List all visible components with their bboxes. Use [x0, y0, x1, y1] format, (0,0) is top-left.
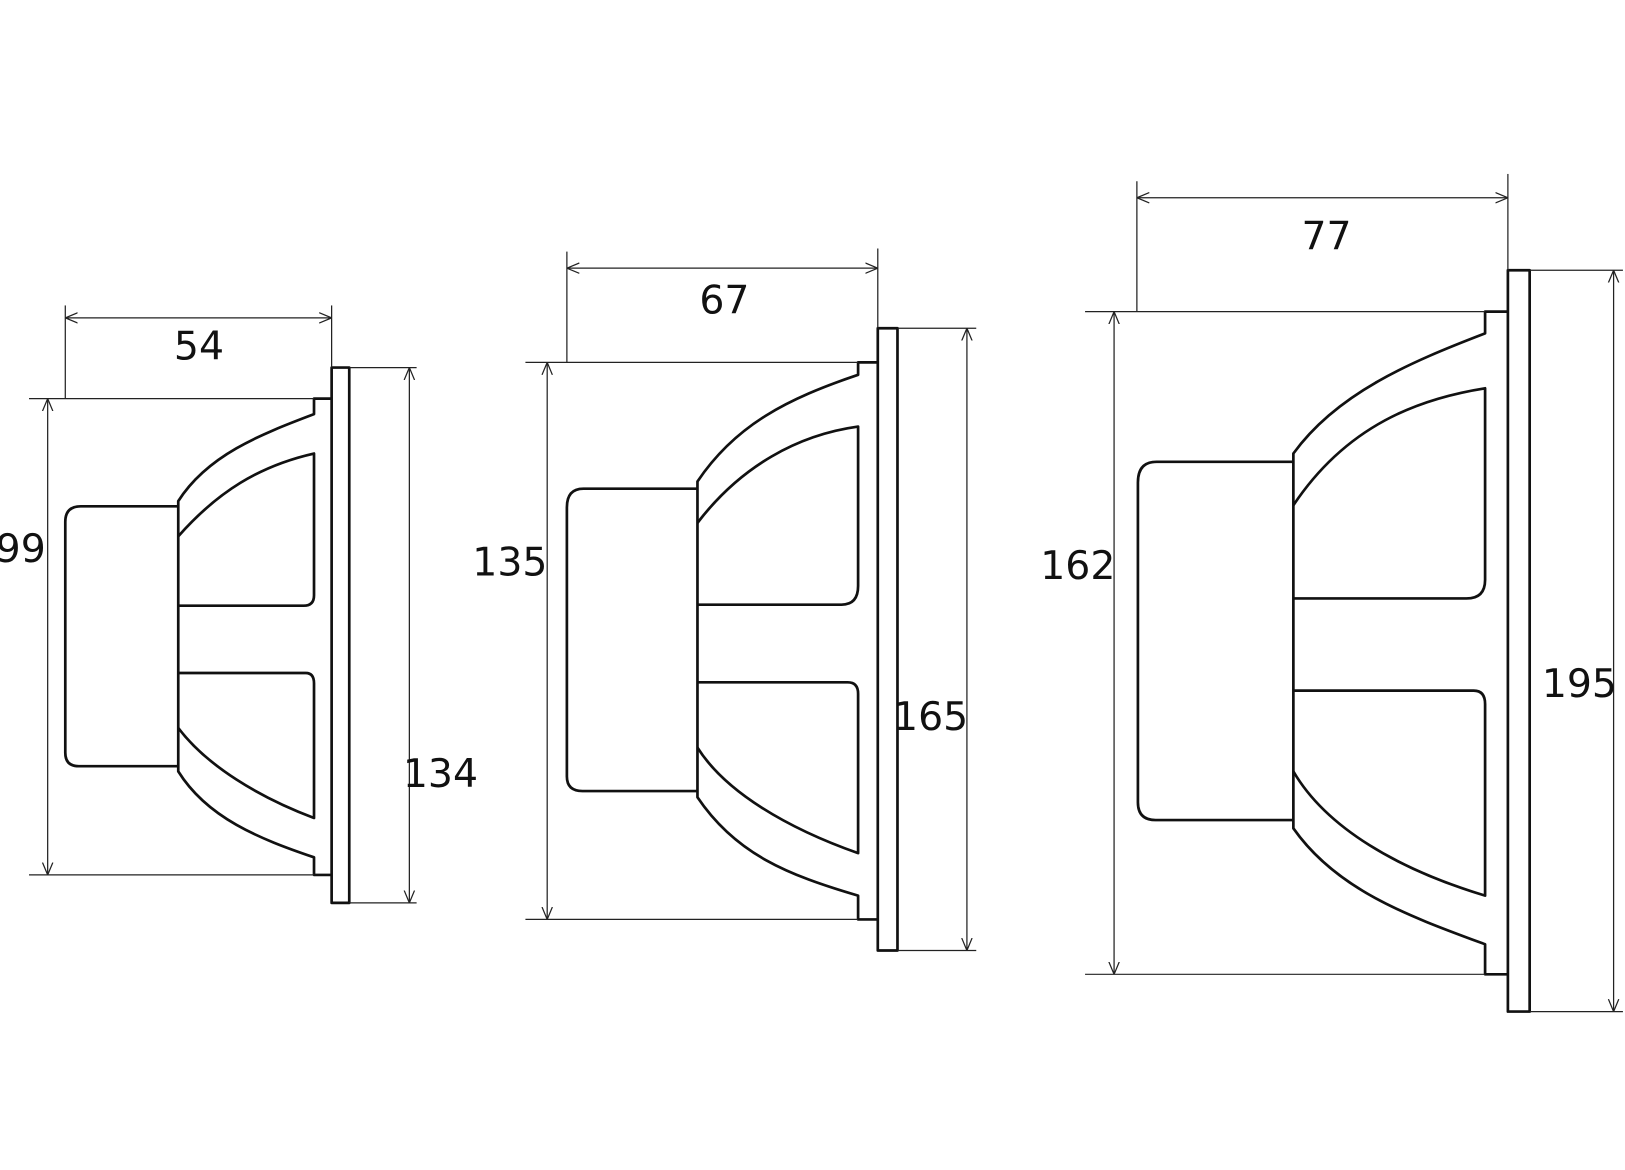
basket-window-top	[1292, 386, 1487, 600]
basket-outline	[176, 397, 332, 877]
basket-window-bottom	[696, 680, 860, 855]
magnet	[1136, 460, 1294, 822]
basket-window-bottom	[177, 671, 316, 820]
depth-label: 77	[1301, 214, 1351, 260]
speaker-1: 54 99 134	[0, 305, 478, 905]
mounting-plate	[876, 326, 899, 952]
dimension-lines	[1085, 173, 1623, 1013]
basket-outline	[696, 361, 878, 921]
depth-label: 67	[699, 278, 749, 324]
magnet	[565, 487, 698, 793]
dimension-lines	[29, 305, 417, 904]
basket-window-top	[177, 452, 316, 608]
outer-height-label: 195	[1542, 661, 1617, 707]
inner-height-label: 135	[472, 540, 547, 586]
basket-window-bottom	[1292, 689, 1487, 897]
outer-height-label: 165	[893, 694, 968, 740]
outer-height-label: 134	[403, 751, 478, 797]
speaker-3: 77 162 195	[1040, 173, 1623, 1013]
inner-height-label: 162	[1040, 543, 1115, 589]
mounting-plate	[330, 366, 351, 905]
dimension-lines	[525, 248, 977, 952]
speaker-2: 67 135 165	[472, 248, 977, 952]
basket-outline	[1292, 310, 1508, 976]
mounting-plate	[1506, 268, 1532, 1013]
depth-label: 54	[174, 323, 224, 369]
basket-window-top	[696, 425, 860, 607]
magnet	[63, 504, 179, 768]
inner-height-label: 99	[0, 526, 46, 572]
